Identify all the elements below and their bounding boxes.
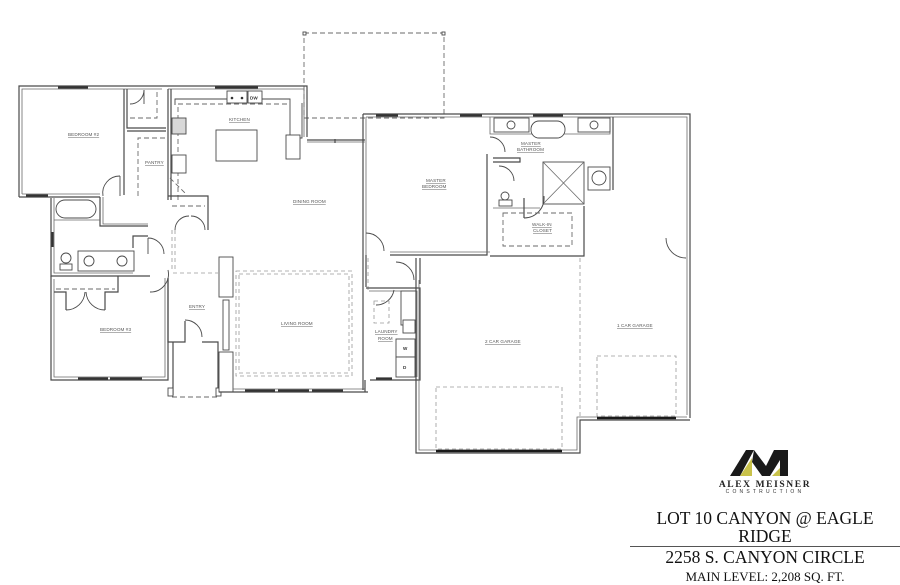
master-bathroom-label-1: MASTER xyxy=(521,141,541,146)
lot-title: LOT 10 CANYON @ EAGLE RIDGE xyxy=(630,509,900,547)
toilet xyxy=(60,252,72,264)
one-car-garage-label: 1 CAR GARAGE xyxy=(617,323,653,328)
dryer xyxy=(395,356,416,378)
entry-label: ENTRY xyxy=(189,304,205,309)
pantry-label: PANTRY xyxy=(145,160,164,165)
pantry: PANTRY xyxy=(137,137,165,196)
dishwasher-label: DW xyxy=(250,96,258,101)
laundry-label-1: LAUNDRY xyxy=(375,329,398,334)
dishwasher xyxy=(247,90,263,104)
master-suite-walls: MASTER BEDROOM MASTER BATHROOM WALK-IN C… xyxy=(362,113,691,418)
am-logo-icon xyxy=(730,450,788,476)
walkin-closet-label-1: WALK-IN xyxy=(532,222,552,227)
builder-logo xyxy=(630,446,900,480)
bedroom-3-label: BEDROOM #3 xyxy=(100,327,131,332)
dining-room-label: DINING ROOM xyxy=(293,199,326,204)
entry-walls: ENTRY xyxy=(167,272,222,398)
washer-label: W xyxy=(403,346,408,351)
bedroom-3-walls: BEDROOM #3 xyxy=(50,269,169,381)
walkin-closet-label-2: CLOSET xyxy=(533,228,552,233)
brand-name: ALEX MEISNER xyxy=(718,480,812,490)
living-room-walls: LIVING ROOM xyxy=(218,256,368,393)
address: 2258 S. CANYON CIRCLE xyxy=(665,547,865,567)
range xyxy=(171,117,187,135)
laundry-label-2: ROOM xyxy=(378,336,393,341)
kitchen-label: KITCHEN xyxy=(229,117,250,122)
title-block: ALEX MEISNER CONSTRUCTION LOT 10 CANYON … xyxy=(630,446,900,585)
brand-subtitle: CONSTRUCTION xyxy=(725,489,805,495)
bedroom-2-label: BEDROOM #2 xyxy=(68,132,99,137)
hall-bath-walls xyxy=(50,175,165,277)
kitchen-sink xyxy=(226,90,248,104)
laundry-walls: W D LAUNDRY ROOM xyxy=(362,255,421,392)
square-footage: MAIN LEVEL: 2,208 SQ. FT. xyxy=(685,569,845,584)
master-bathroom-label-2: BATHROOM xyxy=(517,147,544,152)
refrigerator xyxy=(171,154,187,174)
kitchen-island xyxy=(215,129,258,162)
kitchen-counter-end xyxy=(285,134,301,160)
sink-right xyxy=(116,255,128,267)
bathtub xyxy=(55,199,97,219)
master-sink-left xyxy=(506,120,516,130)
master-toilet xyxy=(500,191,510,201)
garage-walls: 2 CAR GARAGE 1 CAR GARAGE xyxy=(415,237,690,454)
sink-left xyxy=(83,255,95,267)
living-room-label: LIVING ROOM xyxy=(281,321,313,326)
two-car-garage-label: 2 CAR GARAGE xyxy=(485,339,521,344)
bedroom-2-walls: BEDROOM #2 xyxy=(18,85,166,198)
master-bedroom-label-1: MASTER xyxy=(426,178,446,183)
patio-outline xyxy=(302,31,446,119)
kitchen-walls: DW KITCHEN DINING ROOM xyxy=(165,85,365,270)
dryer-label: D xyxy=(403,365,407,370)
master-tub xyxy=(530,120,566,139)
master-bedroom-label-2: BEDROOM xyxy=(422,184,447,189)
master-sink-right xyxy=(589,120,599,130)
